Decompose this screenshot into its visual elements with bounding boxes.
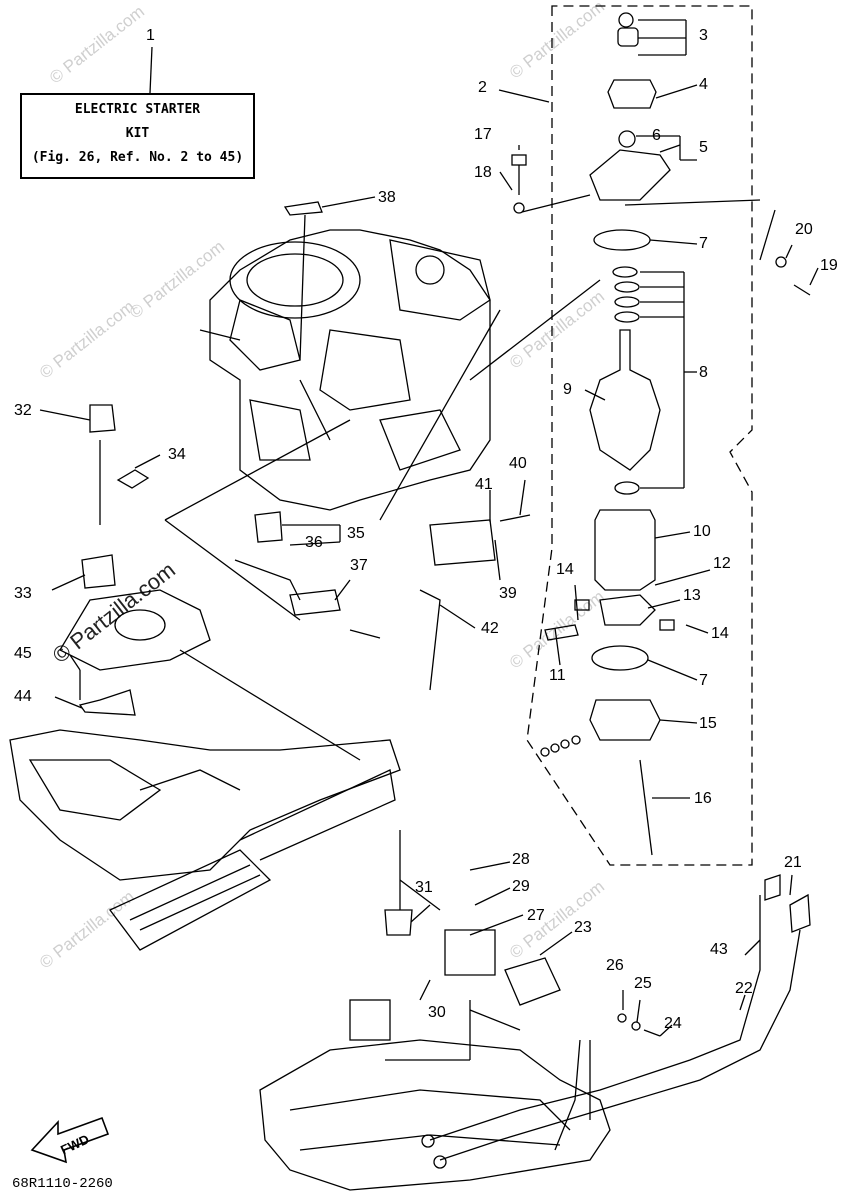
kit-subtitle: KIT <box>125 126 150 141</box>
callout-44: 44 <box>14 688 32 705</box>
callout-24: 24 <box>664 1015 682 1032</box>
starter-assembly-boundary <box>526 5 753 866</box>
callout-38: 38 <box>378 189 396 206</box>
callout-34: 34 <box>168 446 186 463</box>
callout-8: 8 <box>699 364 708 381</box>
callout-6: 6 <box>652 127 661 144</box>
callout-27: 27 <box>527 907 545 924</box>
callout-29: 29 <box>512 878 530 895</box>
diagram-code: 68R1110-2260 <box>12 1176 113 1192</box>
callout-41: 41 <box>475 476 493 493</box>
callout-20: 20 <box>795 221 813 238</box>
tiller-handle <box>9 589 401 951</box>
callout-39: 39 <box>499 585 517 602</box>
engine-block <box>199 229 491 511</box>
starter-motor-parts <box>540 12 675 856</box>
callout-33: 33 <box>14 585 32 602</box>
callout-35: 35 <box>347 525 365 542</box>
fwd-arrow-icon <box>30 1116 110 1164</box>
wire-harness <box>421 209 801 1169</box>
callout-26: 26 <box>606 957 624 974</box>
callout-9: 9 <box>563 381 572 398</box>
callout-30: 30 <box>428 1004 446 1021</box>
callout-2: 2 <box>478 79 487 96</box>
callout-32: 32 <box>14 402 32 419</box>
callout-1: 1 <box>146 27 155 44</box>
callout-23: 23 <box>574 919 592 936</box>
callout-25: 25 <box>634 975 652 992</box>
callout-17: 17 <box>474 126 492 143</box>
kit-title: ELECTRIC STARTER <box>74 102 201 117</box>
callout-4: 4 <box>699 76 708 93</box>
small-parts <box>78 154 811 1037</box>
callout-12: 12 <box>713 555 731 572</box>
callout-15: 15 <box>699 715 717 732</box>
callout-36: 36 <box>305 534 323 551</box>
callout-10: 10 <box>693 523 711 540</box>
callout-45: 45 <box>14 645 32 662</box>
callout-43: 43 <box>710 941 728 958</box>
callout-14: 14 <box>556 561 574 578</box>
callout-28: 28 <box>512 851 530 868</box>
callout-5: 5 <box>699 139 708 156</box>
callout-19: 19 <box>820 257 838 274</box>
callout-7: 7 <box>699 235 708 252</box>
callout-11: 11 <box>549 667 566 684</box>
callout-7: 7 <box>699 672 708 689</box>
callout-14: 14 <box>711 625 729 642</box>
kit-reference: (Fig. 26, Ref. No. 2 to 45) <box>31 150 244 165</box>
callout-3: 3 <box>699 27 708 44</box>
callout-31: 31 <box>415 879 433 896</box>
lower-cowling <box>259 999 611 1191</box>
callout-37: 37 <box>350 557 368 574</box>
callout-18: 18 <box>474 164 492 181</box>
callout-40: 40 <box>509 455 527 472</box>
leader-lines <box>39 19 819 1061</box>
callout-16: 16 <box>694 790 712 807</box>
kit-label-box: ELECTRIC STARTER KIT (Fig. 26, Ref. No. … <box>20 93 255 179</box>
callout-42: 42 <box>481 620 499 637</box>
callout-13: 13 <box>683 587 701 604</box>
callout-21: 21 <box>784 854 802 871</box>
callout-22: 22 <box>735 980 753 997</box>
